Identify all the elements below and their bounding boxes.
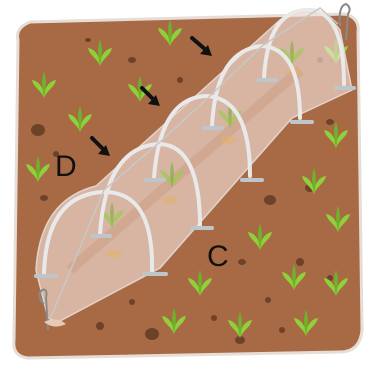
label-d: D xyxy=(55,150,77,183)
label-c: C xyxy=(207,240,229,273)
